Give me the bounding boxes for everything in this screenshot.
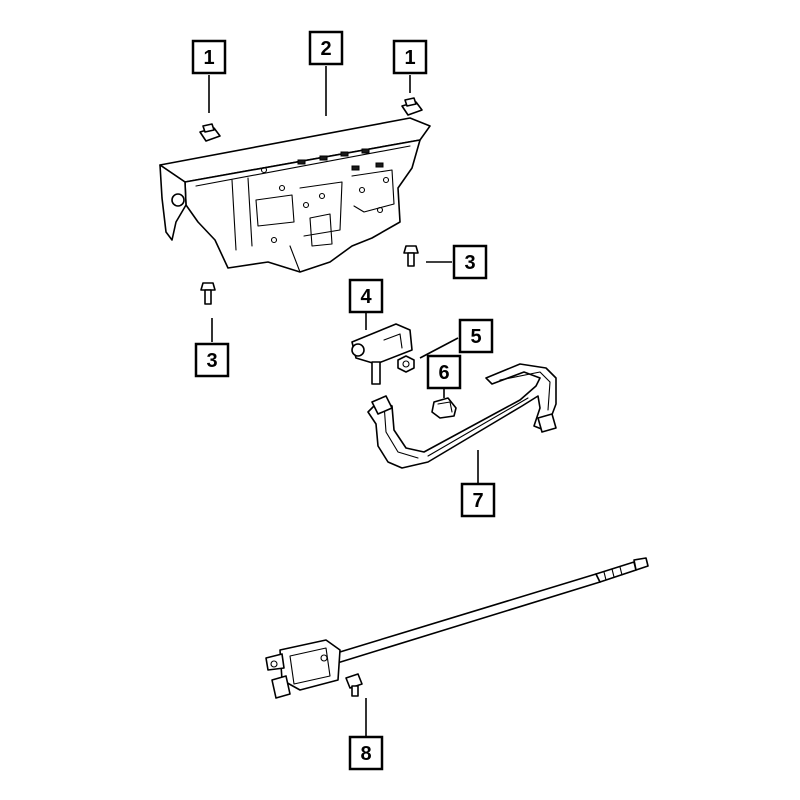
leader-lines — [208, 66, 479, 737]
callout-label: 1 — [203, 47, 214, 69]
callout-label: 1 — [404, 47, 415, 69]
tube-clamp — [431, 397, 457, 419]
callout-label: 6 — [438, 362, 449, 384]
callout-label: 2 — [320, 38, 331, 60]
callout-4: 4 — [348, 278, 384, 314]
callout-8: 8 — [348, 735, 384, 771]
callout-label: 3 — [464, 252, 475, 274]
callout-1-left: 1 — [191, 39, 227, 75]
bolt-right — [403, 245, 419, 267]
callout-3-right: 3 — [452, 244, 488, 280]
bolt-sensor — [345, 673, 363, 697]
nox-sensor — [265, 557, 649, 699]
clip-nut-right — [401, 97, 423, 116]
callout-5: 5 — [458, 318, 494, 354]
callout-6: 6 — [426, 354, 462, 390]
callout-2: 2 — [308, 30, 344, 66]
callout-label: 5 — [470, 326, 481, 348]
sensor-tube — [367, 363, 557, 469]
hex-nut — [397, 355, 415, 373]
mounting-bracket — [159, 117, 431, 273]
callout-3-left: 3 — [194, 342, 230, 378]
callout-7: 7 — [460, 482, 496, 518]
callout-label: 4 — [360, 286, 372, 308]
callout-1-right: 1 — [392, 39, 428, 75]
clip-nut-left — [199, 123, 221, 142]
callout-label: 7 — [472, 490, 483, 512]
bolt-left — [200, 282, 216, 305]
callout-label: 8 — [360, 743, 371, 765]
pressure-sensor — [351, 323, 413, 385]
callout-label: 3 — [206, 350, 217, 372]
